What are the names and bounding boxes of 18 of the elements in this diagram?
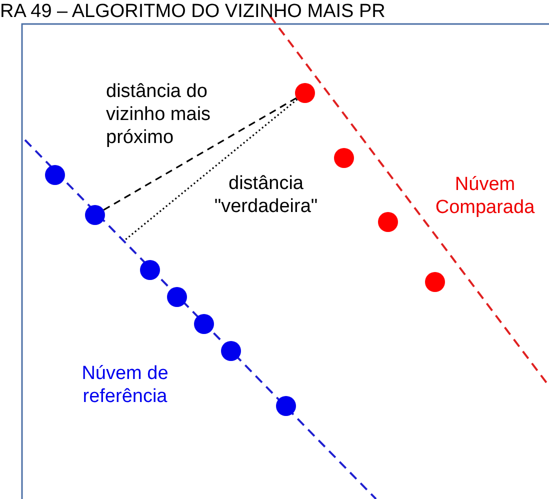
data-point — [378, 212, 398, 232]
cloud-label: Núvem de referência — [80, 362, 170, 408]
data-point — [425, 272, 445, 292]
distance-line — [103, 97, 297, 211]
data-point — [45, 165, 65, 185]
edge-label: distância "verdadeira" — [213, 172, 319, 218]
figure-title: RA 49 – ALGORITMO DO VIZINHO MAIS PR — [0, 0, 386, 23]
data-point — [221, 341, 241, 361]
cloud-label: Núvem Comparada — [434, 173, 536, 219]
distance-line — [124, 98, 298, 241]
data-point — [334, 148, 354, 168]
data-point — [140, 260, 160, 280]
data-point — [85, 205, 105, 225]
data-point — [194, 314, 214, 334]
data-point — [276, 396, 296, 416]
data-point — [167, 287, 187, 307]
edge-label: distância do vizinho mais próximo — [106, 80, 212, 149]
data-point — [295, 83, 315, 103]
